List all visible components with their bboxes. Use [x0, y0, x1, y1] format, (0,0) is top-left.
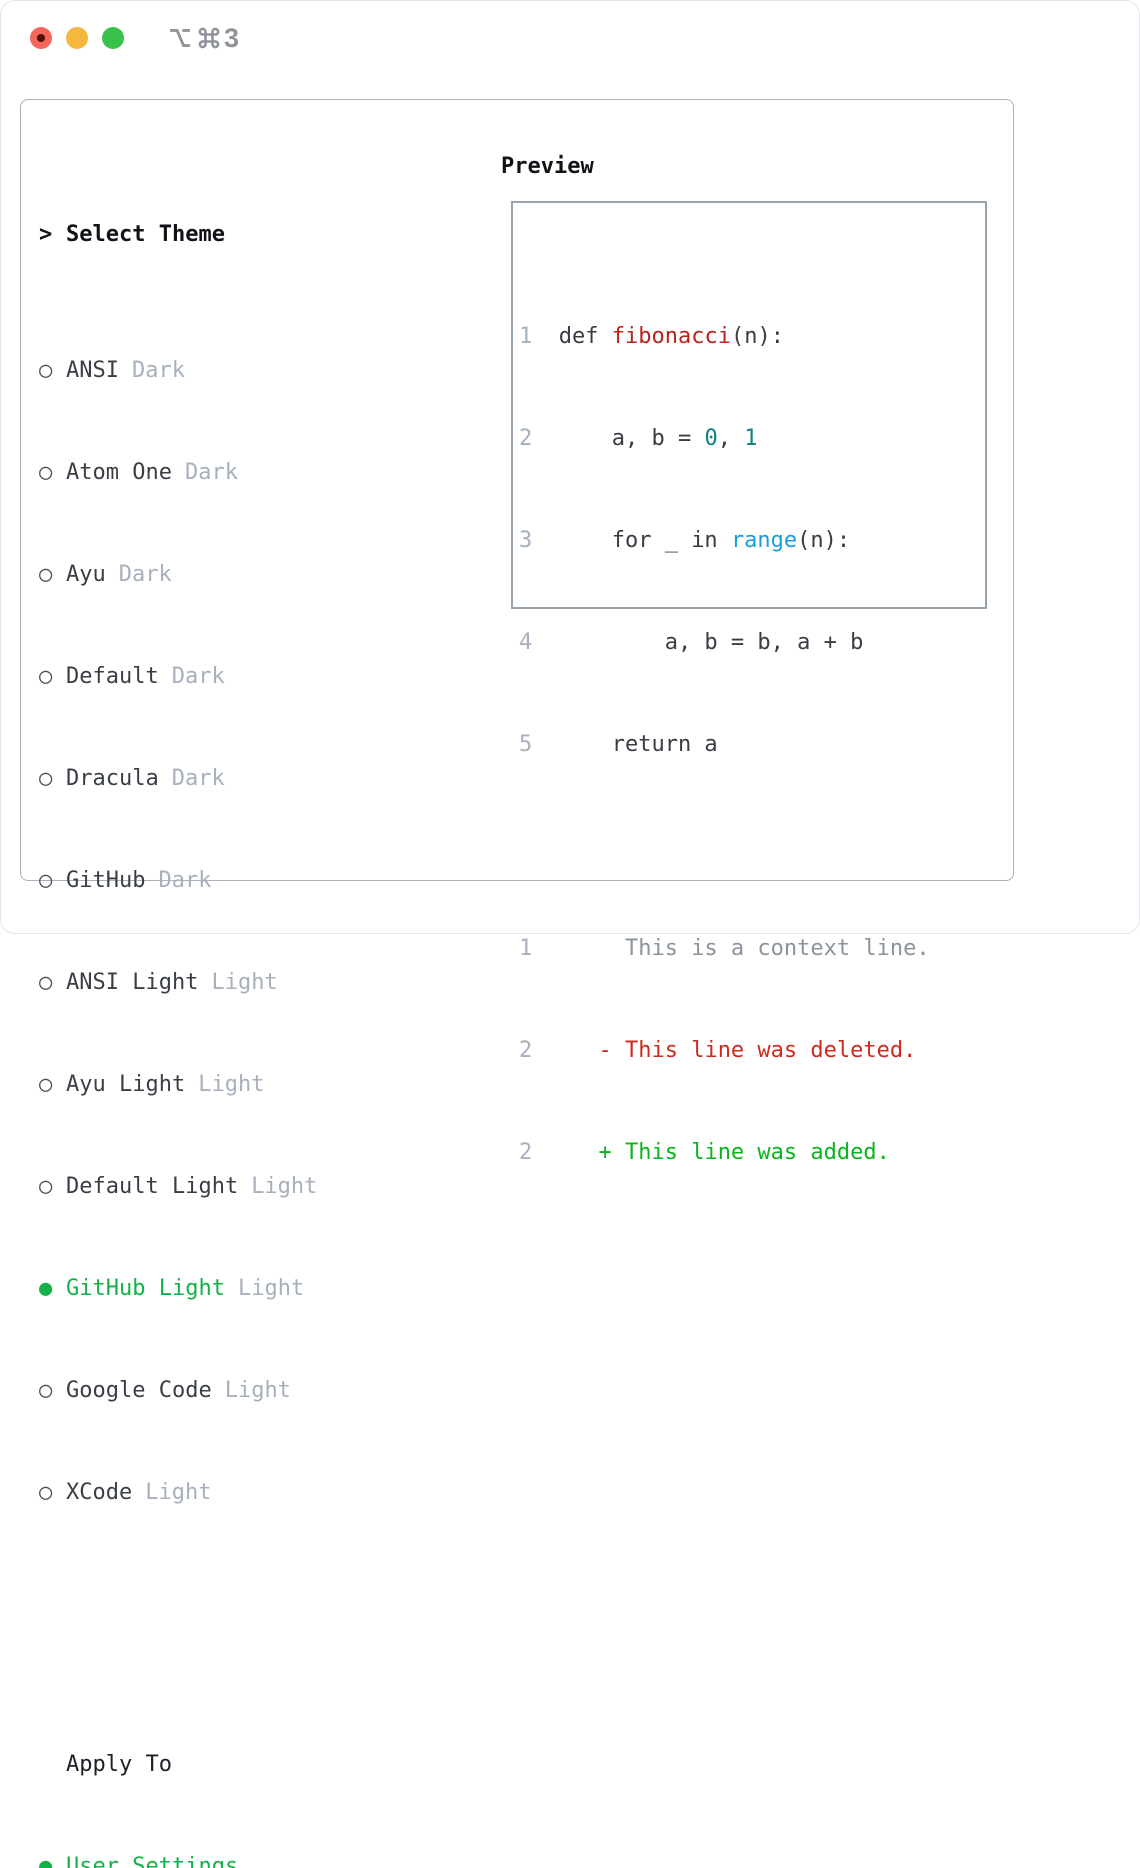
theme-option-ansi-light[interactable]: ○ ANSI Light Light [39, 966, 410, 1000]
theme-name: Atom One [66, 460, 172, 485]
radio-icon: ○ [39, 1378, 53, 1403]
theme-option-github-light[interactable]: ● GitHub Light Light [39, 1272, 410, 1306]
theme-variant: Light [251, 1174, 318, 1199]
theme-option-google-code[interactable]: ○ Google Code Light [39, 1374, 410, 1408]
radio-icon: ○ [39, 562, 53, 587]
code-line: 1 def fibonacci(n): [519, 324, 784, 349]
apply-option-label: User Settings [66, 1854, 239, 1868]
theme-option-ansi-dark[interactable]: ○ ANSI Dark [39, 354, 410, 388]
diff-deleted-line: 2 - This line was deleted. [519, 1038, 917, 1063]
theme-name: ANSI Light [66, 970, 199, 995]
preview-box [511, 201, 987, 609]
theme-option-atom-one-dark[interactable]: ○ Atom One Dark [39, 456, 410, 490]
theme-option-ayu-light[interactable]: ○ Ayu Light Light [39, 1068, 410, 1102]
apply-to-title: Apply To [66, 1752, 172, 1777]
theme-variant: Light [145, 1480, 212, 1505]
theme-variant: Light [224, 1378, 291, 1403]
theme-name: Ayu [66, 562, 106, 587]
window-title: 3 [166, 23, 239, 53]
theme-name: GitHub [66, 868, 146, 893]
theme-option-default-light[interactable]: ○ Default Light Light [39, 1170, 410, 1204]
code-line: 4 a, b = b, a + b [519, 630, 864, 655]
titlebar: 3 [1, 1, 1139, 71]
prompt-icon: > [39, 222, 53, 247]
select-theme-title: Select Theme [66, 222, 225, 247]
apply-option-user-settings[interactable]: ● User Settings [39, 1850, 410, 1868]
code-line: 2 a, b = 0, 1 [519, 426, 758, 451]
theme-name: ANSI [66, 358, 119, 383]
command-key-icon [195, 24, 223, 52]
minimize-button[interactable] [66, 27, 88, 49]
theme-variant: Light [198, 1072, 265, 1097]
zoom-button[interactable] [102, 27, 124, 49]
diff-context-line: 1 This is a context line. [519, 936, 930, 961]
select-theme-header: > Select Theme [39, 218, 410, 252]
apply-to-header: Apply To [39, 1748, 410, 1782]
theme-variant: Light [211, 970, 278, 995]
theme-variant: Dark [158, 868, 212, 893]
theme-name: Default [66, 664, 159, 689]
option-key-icon [166, 24, 194, 52]
theme-name: GitHub Light [66, 1276, 225, 1301]
theme-variant: Dark [118, 562, 172, 587]
radio-icon: ○ [39, 460, 53, 485]
radio-icon: ○ [39, 868, 53, 893]
theme-name: Default Light [66, 1174, 239, 1199]
theme-variant: Dark [184, 460, 238, 485]
radio-icon: ○ [39, 766, 53, 791]
preview-title: Preview [501, 154, 594, 179]
theme-picker: > Select Theme ○ ANSI Dark ○ Atom One Da… [39, 150, 410, 1868]
theme-option-xcode[interactable]: ○ XCode Light [39, 1476, 410, 1510]
theme-option-ayu-dark[interactable]: ○ Ayu Dark [39, 558, 410, 592]
code-line: 5 return a [519, 732, 718, 757]
radio-icon: ○ [39, 1072, 53, 1097]
diff-added-line: 2 + This line was added. [519, 1140, 890, 1165]
theme-name: Ayu Light [66, 1072, 186, 1097]
radio-icon: ○ [39, 358, 53, 383]
code-line: 3 for _ in range(n): [519, 528, 851, 553]
theme-name: XCode [66, 1480, 133, 1505]
theme-option-github-dark[interactable]: ○ GitHub Dark [39, 864, 410, 898]
radio-selected-icon: ● [39, 1854, 53, 1868]
code-blank-line [519, 830, 930, 864]
theme-option-default-dark[interactable]: ○ Default Dark [39, 660, 410, 694]
window-title-number: 3 [224, 23, 240, 53]
theme-name: Google Code [66, 1378, 212, 1403]
radio-selected-icon: ● [39, 1276, 53, 1301]
radio-icon: ○ [39, 970, 53, 995]
theme-variant: Dark [171, 664, 225, 689]
code-preview: 1 def fibonacci(n): 2 a, b = 0, 1 3 for … [519, 252, 930, 1238]
spacer-row [39, 1612, 410, 1646]
radio-icon: ○ [39, 1174, 53, 1199]
radio-icon: ○ [39, 664, 53, 689]
theme-name: Dracula [66, 766, 159, 791]
theme-option-dracula-dark[interactable]: ○ Dracula Dark [39, 762, 410, 796]
close-button[interactable] [30, 27, 52, 49]
theme-variant: Light [237, 1276, 305, 1301]
theme-variant: Dark [131, 358, 185, 383]
theme-variant: Dark [171, 766, 225, 791]
radio-icon: ○ [39, 1480, 53, 1505]
